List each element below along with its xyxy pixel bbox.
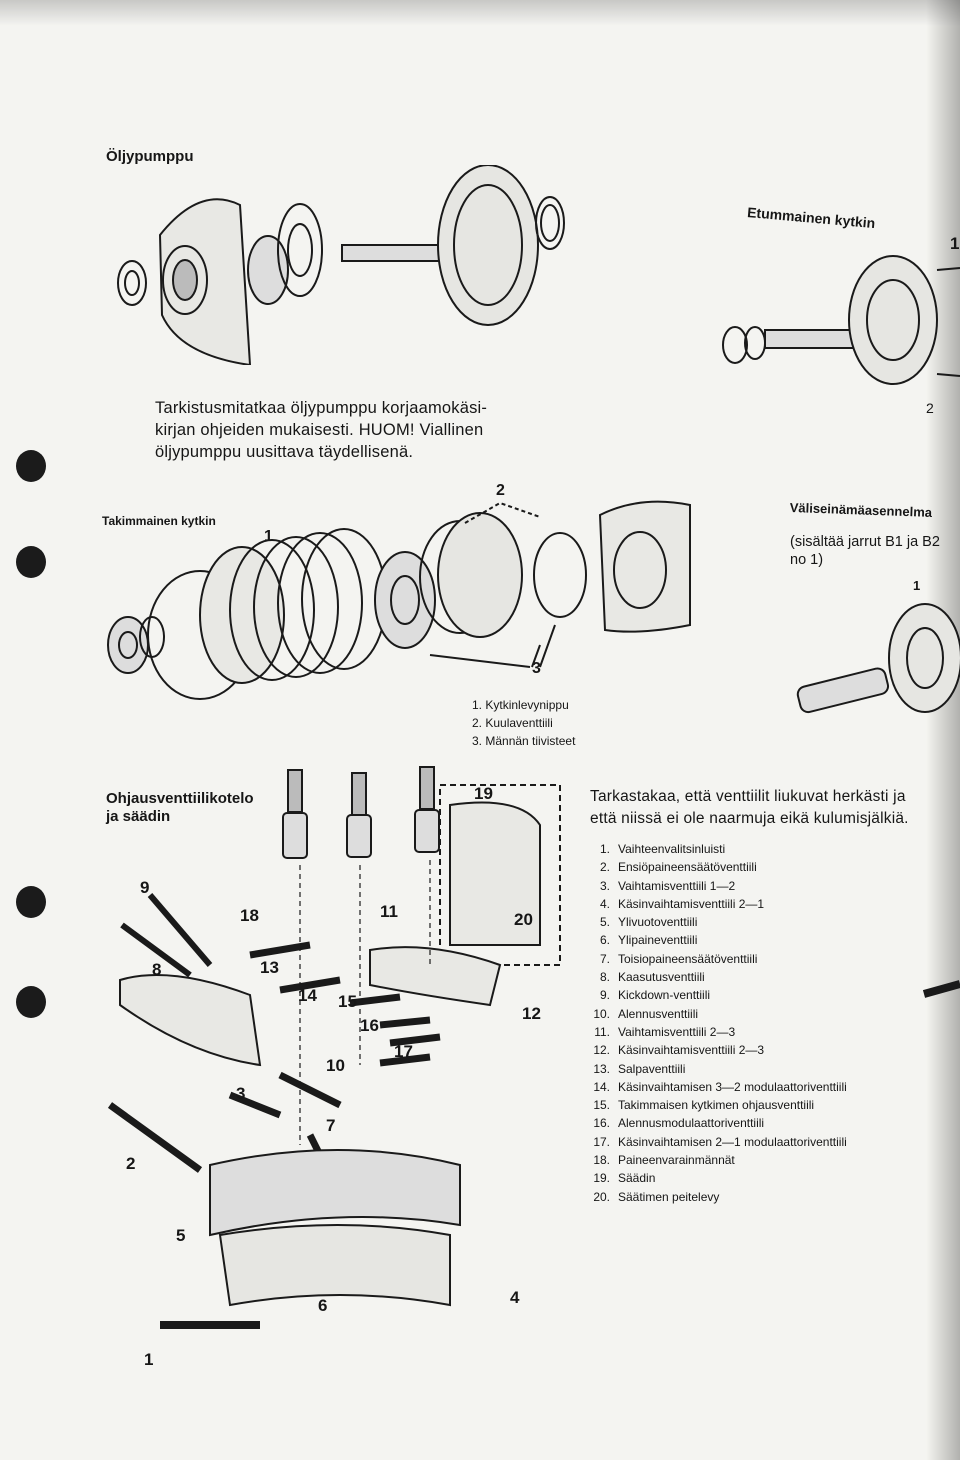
oil-pump-heading: Öljypumppu (106, 148, 194, 165)
rear-clutch-heading: Takimmainen kytkin (102, 514, 216, 528)
valve-callout-17: 17 (394, 1042, 413, 1061)
valve-callout-11: 11 (380, 902, 398, 921)
valve-body-heading-1: Ohjausventtiilikotelo (106, 790, 254, 807)
binder-hole (16, 450, 46, 482)
list-item: 10.Alennusventtiili (593, 1006, 699, 1021)
rear-clutch-callout-1: 1 (264, 528, 273, 545)
valve-body-heading-2: ja säädin (106, 808, 171, 825)
list-item: 12.Käsinvaihtamisventtiili 2—3 (593, 1043, 765, 1058)
valve-callout-14: 14 (298, 986, 317, 1005)
list-item: 15.Takimmaisen kytkimen ohjausventtiili (593, 1098, 815, 1113)
valve-callout-1: 1 (144, 1350, 154, 1369)
list-item: 13.Salpaventtiili (593, 1061, 686, 1076)
list-item: 7.Toisiopaineensäätöventtiili (599, 951, 758, 966)
list-item: 2.Ensiöpaineensäätöventtiili (599, 860, 757, 875)
front-clutch-callout-2: 2 (926, 400, 934, 416)
partition-text-2: no 1) (790, 552, 824, 568)
valve-callout-20: 20 (514, 910, 533, 929)
binder-hole (16, 886, 46, 918)
front-clutch-illustration (722, 255, 960, 385)
valve-callout-18: 18 (240, 906, 259, 925)
front-clutch-callout: 1 (950, 234, 960, 253)
list-item: 5.Ylivuotoventtiili (599, 915, 698, 930)
valve-body-illustration (107, 766, 561, 1329)
valve-callout-15: 15 (338, 992, 357, 1011)
valve-callout-3: 3 (236, 1084, 246, 1103)
front-clutch-heading: Etummainen kytkin (746, 204, 876, 232)
valve-callout-16: 16 (360, 1016, 379, 1035)
valve-callout-12: 12 (522, 1004, 541, 1023)
valve-callout-4: 4 (510, 1288, 520, 1307)
valve-callout-19: 19 (474, 784, 493, 803)
list-item: 17.Käsinvaihtamisen 2—1 modulaattorivent… (593, 1134, 847, 1149)
list-item: 20.Säätimen peitelevy (593, 1189, 720, 1204)
list-item: 8.Kaasutusventtiili (599, 970, 705, 985)
partition-callout: 1 (913, 578, 921, 593)
list-item: 1.Vaihteenvalitsinluisti (599, 842, 726, 856)
list-item: 11.Vaihtamisventtiili 2—3 (594, 1024, 736, 1039)
list-item: 18.Paineenvarainmännät (593, 1153, 735, 1168)
list-item: 19.Säädin (593, 1171, 656, 1186)
list-item: 6.Ylipaineventtiili (599, 933, 698, 948)
binder-hole (16, 986, 46, 1018)
list-item: 14.Käsinvaihtamisen 3—2 modulaattorivent… (593, 1079, 847, 1094)
valve-callout-5: 5 (176, 1226, 186, 1245)
list-item: 4.Käsinvaihtamisventtiili 2—1 (599, 896, 765, 911)
valve-callout-7: 7 (326, 1116, 336, 1135)
rear-clutch-callout-3: 3 (532, 660, 541, 677)
list-item: 3.Vaihtamisventtiili 1—2 (599, 878, 736, 893)
valve-callout-13: 13 (260, 958, 279, 977)
valve-callout-10: 10 (326, 1056, 345, 1075)
partition-illustration (796, 603, 960, 714)
list-item: 16.Alennusmodulaattoriventtiili (593, 1116, 765, 1131)
list-item: 9.Kickdown-venttiili (599, 988, 711, 1003)
binder-hole (16, 546, 46, 578)
valve-body-legend: 1.Vaihteenvalitsinluisti 2.Ensiöpaineens… (582, 840, 847, 1206)
partition-text-1: (sisältää jarrut B1 ja B2 (790, 534, 940, 550)
valve-callout-6: 6 (318, 1296, 328, 1315)
valve-callout-9: 9 (140, 878, 150, 897)
cable-fragment (922, 980, 960, 998)
oil-pump-illustration (117, 165, 565, 365)
rear-clutch-callout-2: 2 (496, 482, 505, 499)
partition-heading: Väliseinämäasennelma (789, 500, 933, 520)
valve-callout-2: 2 (126, 1154, 136, 1173)
rear-clutch-illustration (107, 500, 691, 700)
valve-callout-8: 8 (152, 960, 162, 979)
